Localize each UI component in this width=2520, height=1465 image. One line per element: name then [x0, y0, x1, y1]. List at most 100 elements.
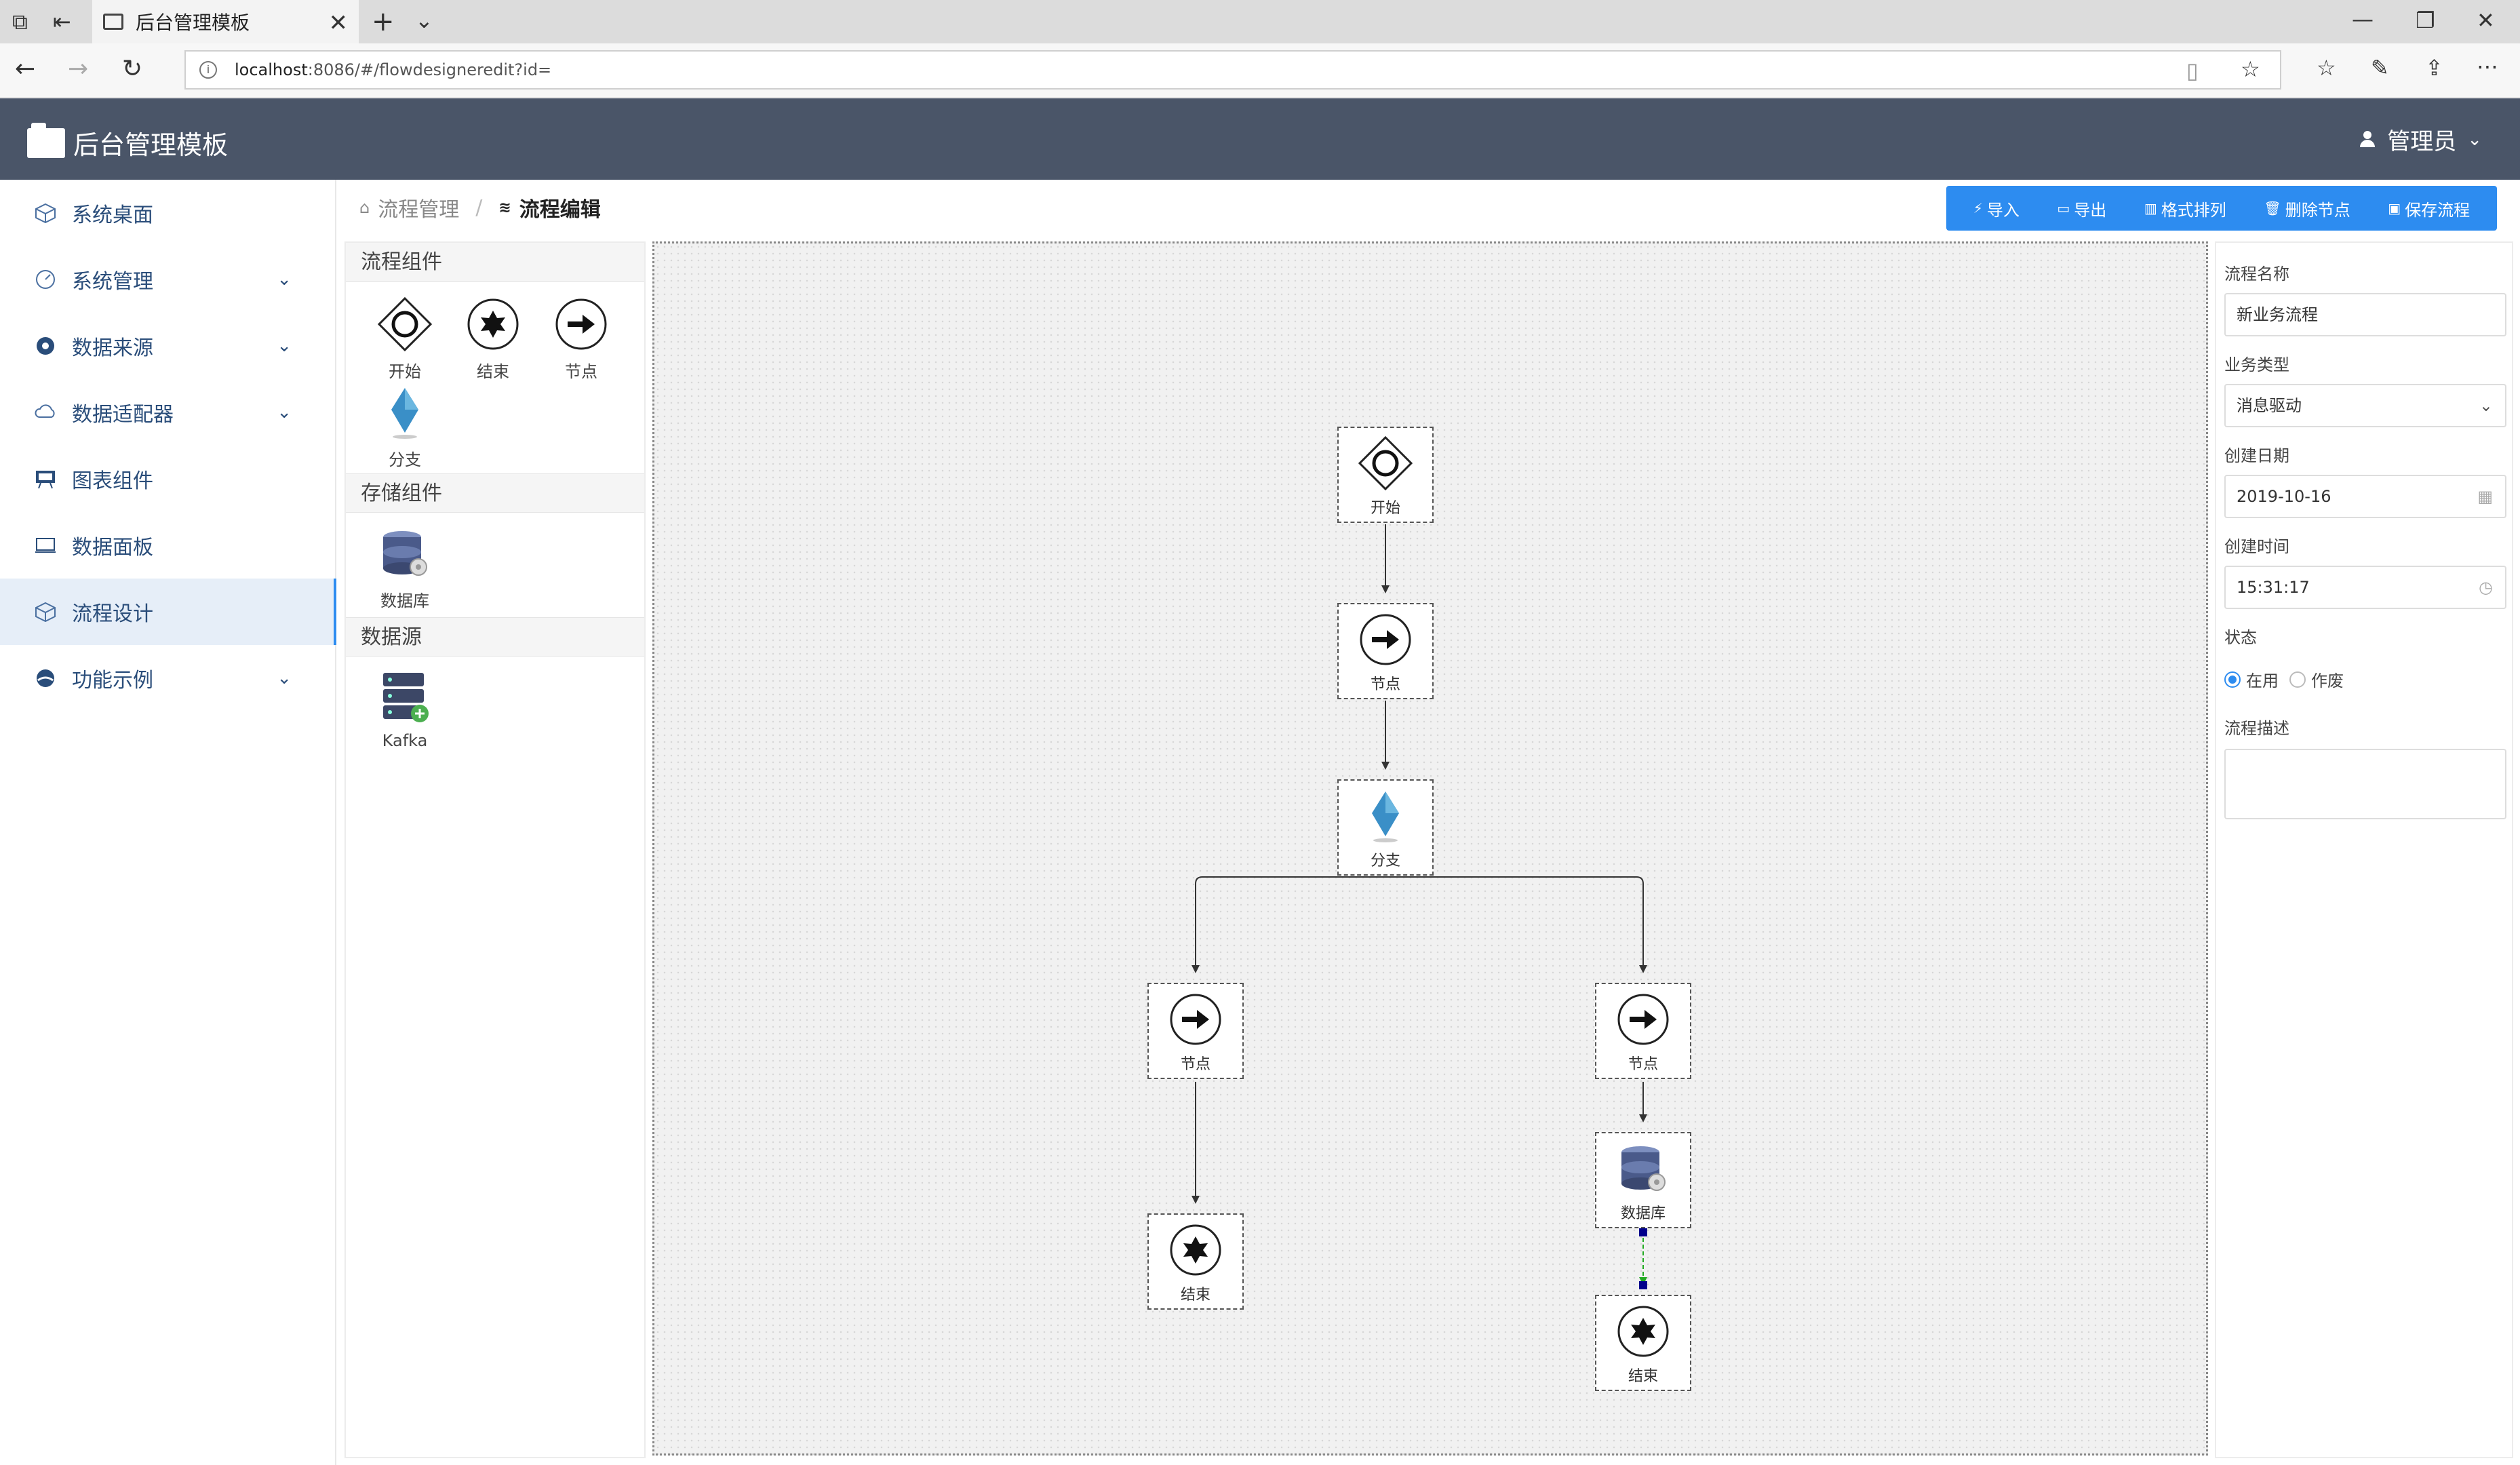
reading-view-icon[interactable]: ▯ [2186, 58, 2199, 83]
end-star-icon [1170, 1224, 1221, 1276]
sidebar-item-data-panel[interactable]: 数据面板 [0, 512, 336, 579]
flow-node-end-right[interactable]: 结束 [1595, 1295, 1691, 1391]
palette-item-kafka[interactable]: Kafka [368, 669, 442, 750]
palette-item-branch[interactable]: 分支 [368, 384, 442, 470]
forward-icon[interactable]: → [68, 55, 89, 83]
palette-item-label: 分支 [389, 450, 421, 469]
import-button[interactable]: ⚡导入 [1973, 197, 2020, 220]
set-aside-tabs-icon[interactable]: ⇤ [53, 9, 71, 35]
sidebar-item-system-manage[interactable]: 系统管理 ⌄ [0, 246, 336, 313]
back-icon[interactable]: ← [15, 55, 36, 83]
status-radio-void[interactable]: 作废 [2289, 667, 2344, 691]
sidebar-item-label: 系统管理 [72, 270, 153, 294]
sidebar-item-data-source[interactable]: 数据来源 ⌄ [0, 313, 336, 379]
chart-board-icon [36, 471, 55, 489]
monitor-icon [35, 538, 56, 553]
tab-actions-icon[interactable]: ⧉ [12, 9, 28, 35]
tab-list-chevron-icon[interactable]: ⌄ [415, 7, 433, 33]
sidebar-item-chart-components[interactable]: 图表组件 [0, 446, 336, 512]
business-type-select[interactable]: 消息驱动 ⌄ [2224, 384, 2506, 427]
create-time-picker[interactable]: 15:31:17 ◷ [2224, 566, 2506, 609]
flow-desc-textarea[interactable] [2224, 749, 2506, 819]
breadcrumb: ⌂ 流程管理 / ≋ 流程编辑 [359, 193, 601, 222]
export-label: 导出 [2074, 200, 2107, 220]
flow-node-task-right[interactable]: 节点 [1595, 983, 1691, 1079]
close-window-icon[interactable]: ✕ [2477, 7, 2495, 33]
create-date-value: 2019-10-16 [2237, 487, 2331, 506]
sidebar-item-data-adapter[interactable]: 数据适配器 ⌄ [0, 379, 336, 446]
url-host: localhost [235, 60, 308, 79]
flow-edges [1192, 524, 1647, 1289]
palette-item-start[interactable]: 开始 [368, 296, 442, 382]
end-star-icon [1617, 1306, 1669, 1357]
refresh-icon[interactable]: ↻ [122, 55, 143, 83]
status-label: 状态 [2224, 628, 2257, 647]
flow-node-task[interactable]: 节点 [1337, 603, 1434, 699]
cloud-icon [35, 404, 55, 418]
flow-node-database[interactable]: 数据库 [1595, 1132, 1691, 1228]
database-icon [1621, 1146, 1666, 1191]
format-label: 格式排列 [2161, 200, 2226, 220]
palette-item-end[interactable]: 结束 [456, 296, 530, 382]
breadcrumb-parent[interactable]: 流程管理 [378, 198, 460, 222]
bolt-icon: ⚡ [1973, 200, 1983, 216]
layers-icon: ≋ [498, 199, 511, 216]
columns-icon: ▥ [2144, 200, 2157, 216]
flow-canvas[interactable]: 开始 节点 分支 节点 节点 结束 数据库 结束 [652, 241, 2208, 1456]
export-button[interactable]: ▭导出 [2057, 197, 2106, 220]
new-tab-icon[interactable]: + [372, 6, 395, 37]
save-label: 保存流程 [2405, 200, 2470, 220]
sidebar-item-system-desktop[interactable]: 系统桌面 [0, 180, 336, 246]
flow-name-input[interactable]: 新业务流程 [2224, 293, 2506, 336]
edge-branch-right[interactable] [1385, 876, 1647, 973]
format-layout-button[interactable]: ▥格式排列 [2144, 197, 2226, 220]
palette-item-label: 数据库 [380, 591, 429, 610]
close-tab-icon[interactable]: ✕ [328, 9, 349, 37]
create-date-picker[interactable]: 2019-10-16 ▦ [2224, 475, 2506, 518]
restore-icon[interactable]: ❐ [2416, 7, 2435, 33]
status-radio-active[interactable]: 在用 [2224, 667, 2279, 691]
delete-node-button[interactable]: 🗑删除节点 [2264, 197, 2350, 220]
chevron-down-icon: ⌄ [277, 336, 292, 356]
sidebar-item-label: 功能示例 [72, 669, 153, 692]
arrow-node-icon [1360, 614, 1411, 665]
folder-logo-icon [27, 123, 65, 158]
flow-node-task-left[interactable]: 节点 [1147, 983, 1244, 1079]
sidebar-item-feature-examples[interactable]: 功能示例 ⌄ [0, 645, 336, 711]
user-menu[interactable]: 管理员 ⌄ [2359, 123, 2482, 156]
arrow-node-icon [1170, 994, 1221, 1045]
user-icon [2359, 130, 2376, 149]
address-bar: ← → ↻ i localhost:8086/#/flowdesigneredi… [0, 43, 2520, 98]
kafka-server-icon [383, 673, 429, 722]
status-active-label: 在用 [2246, 671, 2279, 690]
palette-item-node[interactable]: 节点 [544, 296, 618, 382]
favorite-star-icon[interactable]: ☆ [2241, 56, 2260, 82]
home-icon: ⌂ [359, 198, 370, 217]
delete-label: 删除节点 [2285, 200, 2350, 220]
folder-icon: ▭ [2057, 200, 2070, 216]
browser-tab[interactable]: 后台管理模板 ✕ [92, 0, 359, 43]
globe-icon [37, 669, 54, 687]
sidebar: 系统桌面 系统管理 ⌄ 数据来源 ⌄ 数据适配器 ⌄ 图表组件 数据面板 流程设… [0, 180, 336, 1465]
favorites-icon[interactable]: ☆ [2317, 55, 2336, 81]
pen-icon[interactable]: ✎ [2371, 55, 2389, 81]
branch-diamond-icon [1372, 792, 1399, 842]
more-icon[interactable]: ⋯ [2477, 54, 2498, 79]
palette-item-database[interactable]: 数据库 [368, 525, 442, 611]
site-info-icon[interactable]: i [199, 61, 217, 79]
save-flow-button[interactable]: ▣保存流程 [2388, 197, 2470, 220]
share-icon[interactable]: ⇪ [2425, 55, 2443, 81]
edge-handle-top[interactable] [1639, 1228, 1647, 1236]
sidebar-item-flow-design[interactable]: 流程设计 [0, 579, 336, 645]
flow-node-start[interactable]: 开始 [1337, 427, 1434, 523]
flow-name-value: 新业务流程 [2237, 305, 2318, 324]
url-field[interactable]: i localhost:8086/#/flowdesigneredit?id= … [184, 50, 2281, 90]
tab-title: 后台管理模板 [136, 12, 250, 34]
gauge-icon [36, 270, 55, 289]
edge-branch-left[interactable] [1192, 876, 1385, 973]
create-date-label: 创建日期 [2224, 446, 2289, 465]
edge-handle-bottom[interactable] [1639, 1281, 1647, 1289]
flow-node-end-left[interactable]: 结束 [1147, 1213, 1244, 1310]
minimize-icon[interactable]: — [2352, 6, 2374, 32]
flow-node-branch[interactable]: 分支 [1337, 779, 1434, 876]
